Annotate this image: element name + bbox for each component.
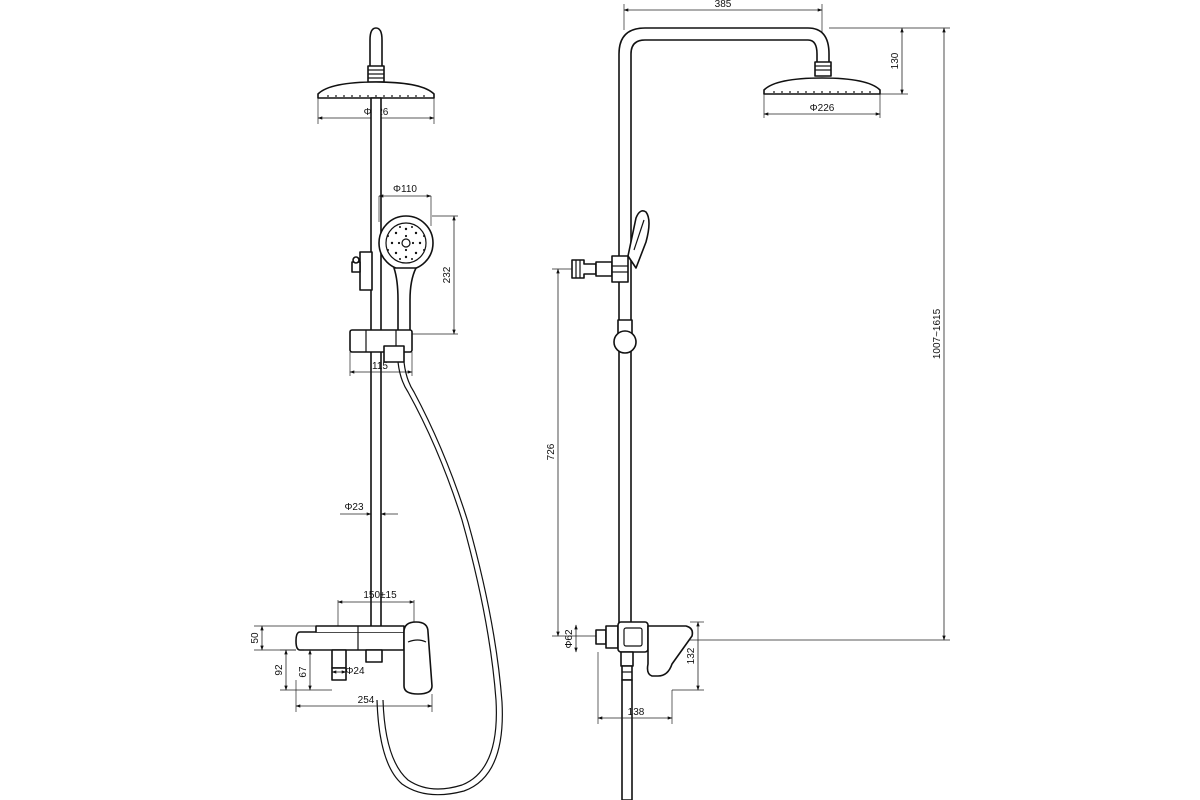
dim-outlet-diameter: Φ24 bbox=[345, 666, 365, 677]
side-mixer-spout bbox=[621, 665, 633, 681]
mixer-body bbox=[295, 631, 405, 651]
mixer-top-cap bbox=[315, 625, 405, 633]
shower-arm-top bbox=[369, 27, 383, 69]
dim-inlet-spacing: 150±15 bbox=[363, 590, 397, 601]
mixer-outlet bbox=[365, 649, 383, 663]
dim-head-drop: 130 bbox=[890, 52, 901, 69]
mixer-lever bbox=[403, 621, 433, 695]
side-head-nozzles bbox=[773, 91, 871, 93]
bracket-arm bbox=[595, 261, 613, 277]
hand-shower-handle bbox=[393, 267, 417, 339]
hand-shower-head bbox=[378, 215, 434, 271]
side-head-connector bbox=[814, 61, 832, 77]
front-view: Φ226 Φ110 bbox=[250, 27, 503, 796]
mixer-spout-left bbox=[331, 649, 347, 669]
shower-arm-bend bbox=[618, 27, 830, 641]
side-hand-shower bbox=[627, 210, 650, 269]
side-inlet-nut bbox=[605, 625, 619, 649]
mixer-spout-tip bbox=[331, 667, 347, 681]
shower-head-nozzles bbox=[327, 95, 425, 97]
bracket-clamp bbox=[611, 255, 629, 283]
hand-shower-holder bbox=[359, 251, 373, 291]
dim-inlet-diameter: Φ62 bbox=[564, 629, 575, 649]
hose-connector bbox=[383, 345, 405, 363]
side-lower-pipe bbox=[621, 679, 633, 800]
dim-front-mixer-height: 92 bbox=[274, 664, 285, 676]
dim-arm-reach: 385 bbox=[715, 0, 732, 10]
side-slider-knob bbox=[613, 330, 637, 354]
side-mixer-outlet bbox=[620, 651, 634, 667]
dim-mixer-width: 254 bbox=[358, 695, 375, 706]
dim-outlet-height: 67 bbox=[298, 666, 309, 678]
dim-mixer-depth: 138 bbox=[628, 707, 645, 718]
overhead-shower-head bbox=[317, 81, 435, 99]
side-mixer-body bbox=[617, 621, 649, 653]
dim-hand-shower-diameter: Φ110 bbox=[393, 184, 417, 195]
holder-screw-icon bbox=[352, 256, 360, 264]
dim-slider-width: 115 bbox=[372, 361, 388, 372]
dim-side-mixer-height: 132 bbox=[686, 647, 697, 664]
side-overhead-shower-head bbox=[763, 77, 881, 95]
dim-hand-shower-height: 232 bbox=[442, 266, 453, 283]
dim-bracket-height: 726 bbox=[546, 443, 557, 460]
side-inlet-stub bbox=[595, 629, 607, 645]
side-mixer-lever bbox=[646, 625, 694, 677]
dim-mixer-top-offset: 50 bbox=[250, 632, 261, 644]
side-view: 385 Φ226 130 1007~1615 bbox=[546, 0, 950, 800]
dim-rail-diameter: Φ23 bbox=[344, 502, 364, 513]
dim-total-height: 1007~1615 bbox=[932, 308, 943, 359]
shower-hose bbox=[382, 361, 497, 790]
dim-side-shower-head-diameter: Φ226 bbox=[810, 103, 835, 114]
hand-shower-nozzles bbox=[387, 226, 425, 260]
